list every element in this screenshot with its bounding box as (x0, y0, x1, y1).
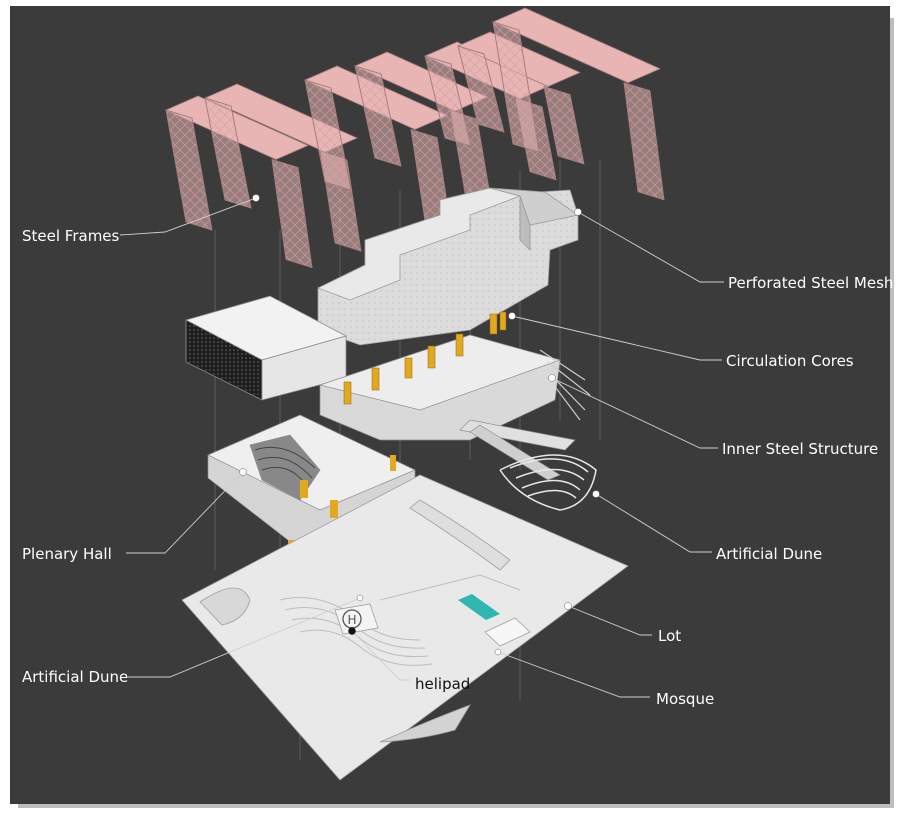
perforated-steel-mesh-volume (316, 187, 579, 346)
label-artificial-dune-left: Artificial Dune (22, 668, 129, 686)
circulation-cores (343, 311, 507, 405)
label-helipad: helipad (415, 675, 471, 693)
leader-lines (119, 197, 724, 698)
inner-steel-structure (318, 334, 591, 481)
leader-dots (239, 194, 600, 656)
label-inner-steel-structure: Inner Steel Structure (722, 440, 879, 458)
label-lot: Lot (658, 627, 682, 645)
left-block-volume (184, 295, 348, 401)
label-circulation-cores: Circulation Cores (726, 352, 854, 370)
steel-frame (457, 31, 585, 165)
label-plenary-hall: Plenary Hall (22, 545, 112, 563)
label-steel-frames: Steel Frames (22, 227, 120, 245)
artificial-dune-right (499, 454, 597, 511)
label-perforated-steel-mesh: Perforated Steel Mesh (728, 274, 894, 292)
steel-frames (165, 7, 665, 269)
label-artificial-dune-right: Artificial Dune (716, 545, 823, 563)
svg-text:H: H (347, 613, 356, 627)
lot-ground-plane (181, 474, 629, 781)
steel-frame (492, 7, 665, 201)
steel-frame (165, 95, 313, 269)
label-mosque: Mosque (656, 690, 715, 708)
